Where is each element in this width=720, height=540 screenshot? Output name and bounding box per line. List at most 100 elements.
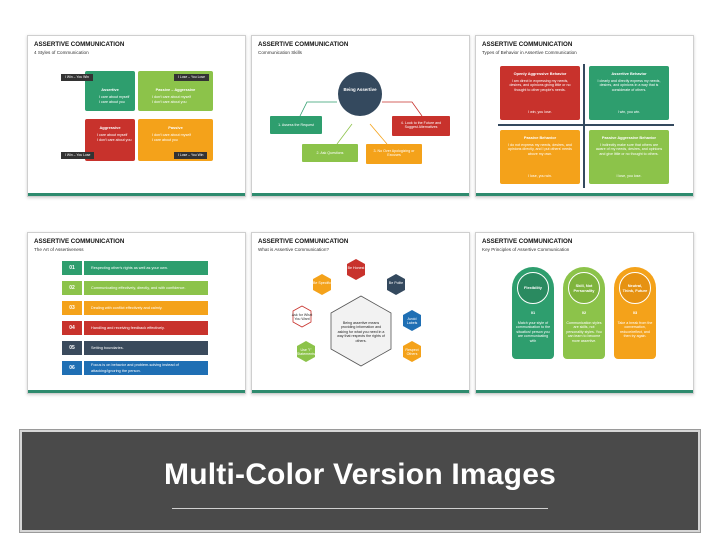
hex-use-i-statements: [297, 341, 315, 362]
skill-label: 3. No Over Apologizing or Excuses: [373, 149, 415, 158]
row-text: Respecting other's rights as well as you…: [84, 261, 208, 275]
slide-title: ASSERTIVE COMMUNICATION: [34, 41, 125, 48]
skill-label: 4. Look to the Future and Suggest Altern…: [400, 121, 442, 130]
pillar-body: Communication styles are skills, not per…: [566, 321, 602, 343]
quadrant-line: I care about you: [152, 138, 178, 142]
banner-title: Multi-Color Version Images: [164, 458, 556, 491]
slide-title: ASSERTIVE COMMUNICATION: [258, 41, 349, 48]
slide-title: ASSERTIVE COMMUNICATION: [482, 238, 573, 245]
row-number: 04: [62, 321, 82, 335]
behavior-box-passive: Passive Behavior I do not express my nee…: [500, 130, 580, 184]
behavior-tail: I lose, you win.: [528, 174, 552, 178]
pillar-title: Neutral, Think, Future: [622, 283, 648, 293]
slide-thumbnail-principles[interactable]: ASSERTIVE COMMUNICATION Key Principles o…: [475, 232, 694, 394]
hex-be-specific: [313, 274, 331, 295]
row-number: 05: [62, 341, 82, 355]
skill-box: 4. Look to the Future and Suggest Altern…: [392, 116, 450, 136]
behavior-tail: I lose, you lose.: [616, 174, 642, 178]
behavior-body: I do not express my needs, desires, and …: [508, 143, 572, 156]
slide-thumbnail-what-is[interactable]: ASSERTIVE COMMUNICATION What is Assertiv…: [251, 232, 470, 394]
slide-thumbnail-styles[interactable]: ASSERTIVE COMMUNICATION 4 Styles of Comm…: [27, 35, 246, 197]
slide-subtitle: Key Principles of Assertive Communicatio…: [482, 247, 570, 252]
outcome-tag: I Win – You Lose: [61, 152, 95, 159]
horizontal-axis: [498, 124, 674, 126]
slide-title: ASSERTIVE COMMUNICATION: [258, 238, 349, 245]
quadrant-title: Assertive: [101, 87, 119, 92]
behavior-title: Passive Behavior: [523, 135, 557, 140]
pillar-title: Skill, Not Personality: [573, 283, 595, 293]
quadrant-assertive: Assertive I care about myself I care abo…: [85, 71, 135, 111]
slide-subtitle: What is Assertive Communication?: [258, 247, 329, 252]
version-banner: Multi-Color Version Images: [19, 429, 701, 533]
center-circle: Being Assertive: [338, 72, 382, 116]
vertical-axis: [583, 64, 585, 188]
slide-thumbnail-behavior[interactable]: ASSERTIVE COMMUNICATION Types of Behavio…: [475, 35, 694, 197]
pillar-number: 01: [530, 310, 536, 315]
pillar-number: 02: [581, 310, 587, 315]
hex-label: Respect Others: [405, 348, 419, 357]
behavior-body: I indirectly make sure that others are a…: [595, 143, 663, 156]
behavior-tail: I win, you lose.: [528, 110, 552, 114]
hex-avoid-labels: [403, 310, 421, 331]
hex-be-honest: [347, 259, 365, 280]
outcome-tag: I Lose – You Lose: [174, 74, 209, 81]
behavior-body: I am direct in expressing my needs, desi…: [509, 79, 571, 92]
slide-thumbnail-skills[interactable]: ASSERTIVE COMMUNICATION Communication Sk…: [251, 35, 470, 197]
quadrant-title: Passive – Aggressive: [155, 87, 196, 92]
center-hexagon: [330, 295, 392, 367]
hex-label: Use "I" Statements: [296, 348, 316, 357]
pillar-circle: Flexibility: [517, 272, 549, 304]
quadrant-line: I don't care about you: [152, 100, 187, 104]
quadrant-line: I care about myself: [99, 95, 130, 99]
behavior-body: I clearly and directly express my needs,…: [597, 79, 661, 92]
row-text: Handling and receiving feedback effectiv…: [84, 321, 208, 335]
row-text: Setting boundaries.: [84, 341, 208, 355]
center-label: Being Assertive: [343, 87, 377, 92]
connector-lines: [299, 101, 423, 145]
quadrant-line: I don't care about you: [97, 138, 132, 142]
outcome-tag: I Lose – You Win: [174, 152, 208, 159]
quadrant-line: I don't care about myself: [152, 133, 192, 137]
slide-accent-line: [476, 193, 693, 196]
behavior-box-passive-aggressive: Passive Aggressive Behavior I indirectly…: [589, 130, 669, 184]
pillar-circle: Neutral, Think, Future: [619, 272, 651, 304]
hex-label: Ask for What You Want: [291, 313, 313, 322]
banner-underline: [172, 508, 548, 509]
skill-box: 1. Assess the Request: [270, 116, 322, 134]
hexagon-diagram: [292, 259, 421, 367]
quadrant-title: Aggressive: [99, 125, 121, 130]
slide-accent-line: [28, 193, 245, 196]
hex-label: Be Specific: [313, 281, 331, 285]
slide-subtitle: The Art of Assertiveness: [34, 247, 84, 252]
row-text: Dealing with conflict effectively and ca…: [84, 301, 208, 315]
slide-subtitle: Types of Behavior in Assertive Communica…: [482, 50, 577, 55]
behavior-title: Openly Aggressive Behavior: [513, 71, 567, 76]
row-number: 06: [62, 361, 82, 375]
behavior-box-aggressive: Openly Aggressive Behavior I am direct i…: [500, 66, 580, 120]
pillar-flexibility: Flexibility 01 Match your style of commu…: [512, 267, 554, 359]
skill-label: 1. Assess the Request: [278, 123, 314, 127]
slide-subtitle: 4 Styles of Communication: [34, 50, 89, 55]
behavior-tail: I win, you win.: [617, 110, 641, 114]
pillar-circle: Skill, Not Personality: [568, 272, 600, 304]
quadrant-line: I don't care about myself: [152, 95, 192, 99]
row-text: Communicating effectively, directly, and…: [84, 281, 208, 295]
skill-label: 2. Ask Questions: [316, 151, 344, 155]
pillar-body: Match your style of communication to the…: [515, 321, 551, 343]
row-number: 01: [62, 261, 82, 275]
slide-subtitle: Communication Skills: [258, 50, 302, 55]
row-text: Focus is on behavior and problem-solving…: [84, 361, 208, 375]
center-text: Being assertive means providing informat…: [337, 321, 385, 343]
behavior-title: Assertive Behavior: [611, 71, 647, 76]
pillar-body: Take a break from the conversation, redu…: [617, 321, 653, 339]
slide-thumbnail-art[interactable]: ASSERTIVE COMMUNICATION The Art of Asser…: [27, 232, 246, 394]
behavior-box-assertive: Assertive Behavior I clearly and directl…: [589, 66, 669, 120]
pillar-neutral: Neutral, Think, Future 03 Take a break f…: [614, 267, 656, 359]
slide-accent-line: [252, 390, 469, 393]
outcome-tag: I Win – You Win: [61, 74, 93, 81]
slide-title: ASSERTIVE COMMUNICATION: [34, 238, 125, 245]
hex-ask-for-what: [292, 305, 312, 328]
pillar-skill: Skill, Not Personality 02 Communication …: [563, 267, 605, 359]
hex-label: Avoid Labels: [406, 317, 418, 326]
pillar-number: 03: [632, 310, 638, 315]
